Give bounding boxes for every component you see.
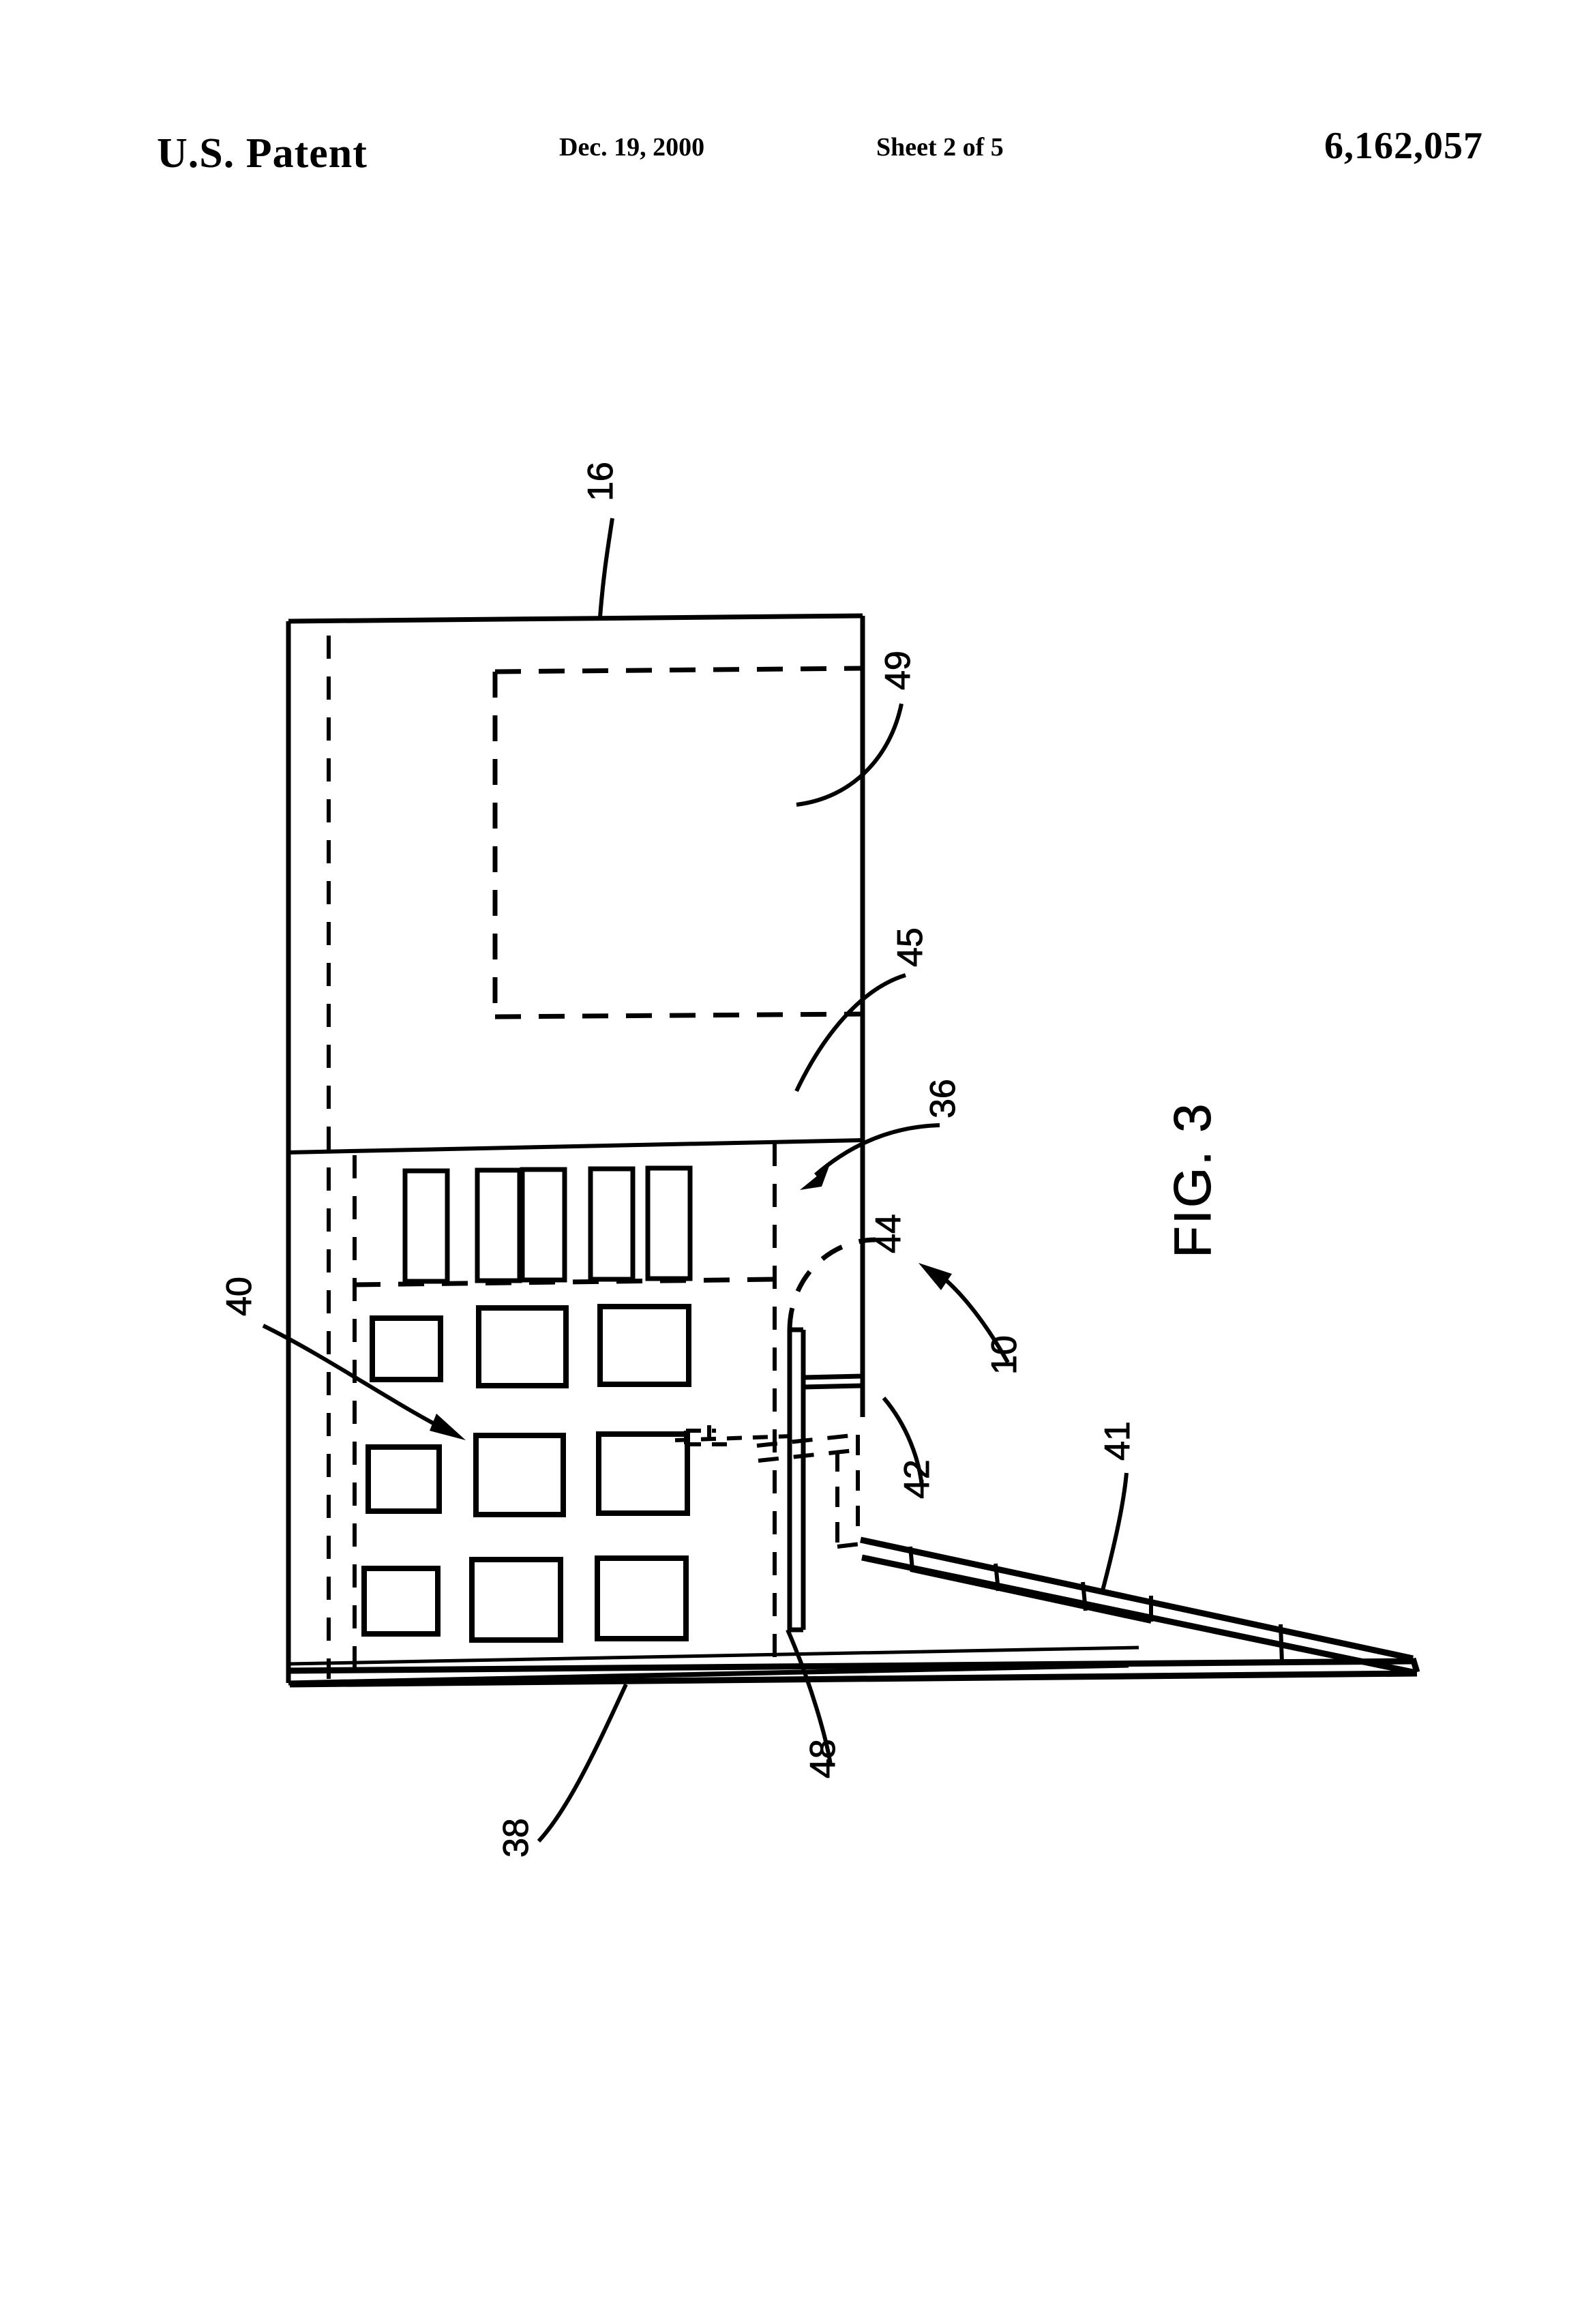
keypad-button — [469, 1557, 563, 1643]
keypad-button — [361, 1566, 441, 1637]
soft-key-slot — [588, 1166, 636, 1282]
keypad-button — [595, 1555, 689, 1641]
keypad-zone-outline — [354, 1277, 775, 1287]
patent-header-row: U.S. Patent Dec. 19, 2000 Sheet 2 of 5 6… — [157, 125, 1482, 178]
callout-device: 10 — [919, 1263, 1025, 1375]
patent-office-title: U.S. Patent — [157, 130, 368, 177]
callout-label-40: 40 — [220, 1277, 259, 1316]
soft-key-slot-row[interactable] — [402, 1165, 693, 1284]
callout-label-16: 16 — [581, 462, 621, 501]
soft-key-slot — [475, 1167, 522, 1283]
callout-kickstand: 48 — [786, 1628, 844, 1779]
callout-label-45: 45 — [891, 927, 930, 967]
kickstand-leg[interactable] — [787, 1327, 806, 1633]
callout-label-44: 44 — [869, 1214, 908, 1253]
keypad-button — [597, 1304, 691, 1387]
patent-issue-date: Dec. 19, 2000 — [559, 133, 705, 162]
soft-key-slot — [520, 1167, 567, 1283]
callout-label-49: 49 — [878, 651, 918, 690]
callout-display: 49 — [796, 651, 919, 807]
callout-rear-edge: 42 — [882, 1397, 938, 1500]
callout-front-panel: 36 — [800, 1079, 964, 1190]
patent-sheet-number: Sheet 2 of 5 — [876, 133, 1004, 162]
keypad-button — [370, 1315, 443, 1382]
kickstand-stowed-outline — [756, 1433, 861, 1549]
keypad-button-grid[interactable] — [361, 1304, 691, 1643]
patent-number: 6,162,057 — [1324, 125, 1483, 167]
callout-pivot-arc: 44 — [869, 1214, 909, 1254]
soft-key-slot — [645, 1165, 693, 1281]
kickstand-rotation-arc — [787, 1237, 876, 1332]
callout-housing: 16 — [581, 462, 621, 618]
rear-panel-edge — [803, 1373, 863, 1390]
keypad-button — [365, 1444, 442, 1514]
keypad-button — [476, 1305, 569, 1388]
wedge-base — [289, 1536, 1420, 1688]
callout-keypad: 40 — [220, 1277, 466, 1440]
kickstand-hinge-detail — [674, 1425, 792, 1451]
keypad-button — [473, 1433, 566, 1517]
patent-header: U.S. Patent Dec. 19, 2000 Sheet 2 of 5 6… — [0, 0, 1582, 177]
callout-label-38: 38 — [496, 1818, 536, 1858]
callout-label-36: 36 — [923, 1079, 963, 1118]
panel-divider — [288, 1138, 863, 1154]
soft-key-slot — [402, 1168, 450, 1284]
callout-display-bezel: 45 — [794, 927, 931, 1092]
figure-caption: FIG. 3 — [1164, 1101, 1222, 1257]
callout-label-41: 41 — [1098, 1421, 1137, 1461]
callout-label-48: 48 — [803, 1739, 843, 1778]
keypad-button — [596, 1431, 690, 1516]
panel-lower-lip — [288, 1645, 1139, 1666]
hidden-edge-lines — [327, 636, 777, 1682]
callout-label-10: 10 — [985, 1335, 1024, 1375]
callout-label-42: 42 — [897, 1459, 937, 1499]
display-outline — [492, 666, 863, 1019]
callout-base-segments: 41 — [1098, 1421, 1138, 1594]
base-segment-dividers — [908, 1546, 1284, 1663]
callout-base-front: 38 — [496, 1683, 628, 1858]
